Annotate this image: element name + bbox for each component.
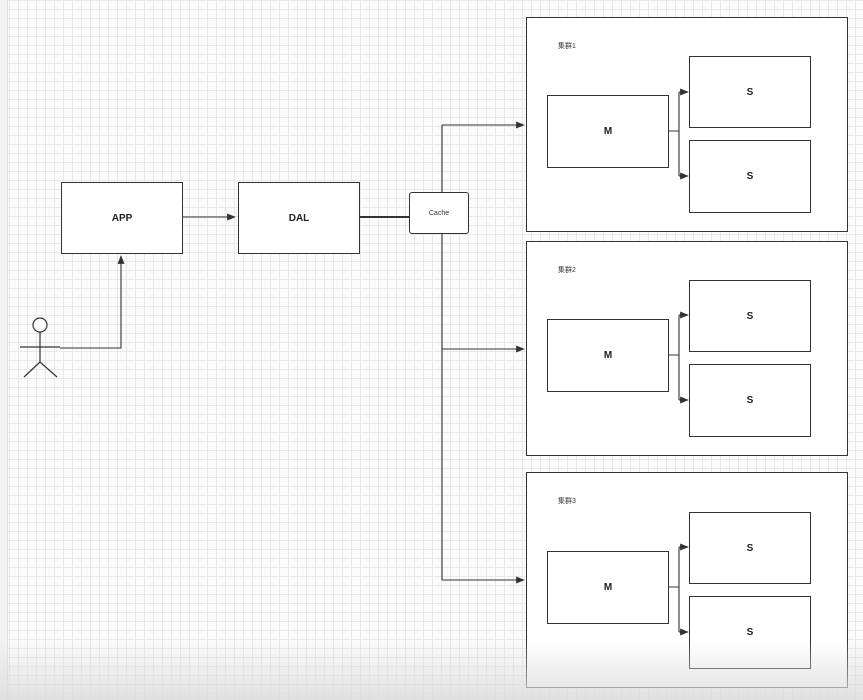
cluster-3-slave-1-label: S (746, 542, 754, 554)
cluster-2-slave-1-label: S (746, 310, 754, 322)
app-node-label: APP (111, 212, 133, 224)
cluster-3-label: 集群3 (558, 498, 576, 505)
cluster-2-slave-node-1[interactable]: S (689, 280, 811, 352)
dal-node[interactable]: DAL (238, 182, 360, 254)
cluster-1-slave-node-2[interactable]: S (689, 140, 811, 213)
canvas-left-edge (0, 0, 8, 700)
cluster-1-slave-1-label: S (746, 86, 754, 98)
edge-c2-master-slaves (668, 315, 680, 400)
user-actor-icon[interactable] (20, 317, 60, 378)
cluster-1-slave-node-1[interactable]: S (689, 56, 811, 128)
edge-c3-master-slaves (668, 547, 680, 632)
dal-node-label: DAL (288, 212, 310, 224)
cluster-1-slave-2-label: S (746, 171, 754, 182)
cluster-2-slave-2-label: S (746, 395, 754, 406)
cache-node-label: Cache (428, 209, 450, 217)
cluster-3-master-node[interactable]: M (547, 551, 669, 624)
cluster-1-master-node[interactable]: M (547, 95, 669, 168)
cluster-3-slave-2-label: S (746, 627, 754, 638)
cluster-2-master-node[interactable]: M (547, 319, 669, 392)
cluster-3-slave-node-1[interactable]: S (689, 512, 811, 584)
cluster-1-label: 集群1 (558, 43, 576, 50)
cluster-2-slave-node-2[interactable]: S (689, 364, 811, 437)
cluster-2-master-label: M (603, 350, 613, 361)
cluster-2-label: 集群2 (558, 267, 576, 274)
edge-c1-master-slaves (668, 92, 680, 176)
app-node[interactable]: APP (61, 182, 183, 254)
edge-user-app (60, 255, 125, 349)
cluster-3-master-label: M (603, 582, 613, 593)
cluster-3-slave-node-2[interactable]: S (689, 596, 811, 669)
cache-node[interactable]: Cache (409, 192, 469, 234)
cluster-1-master-label: M (603, 126, 613, 137)
